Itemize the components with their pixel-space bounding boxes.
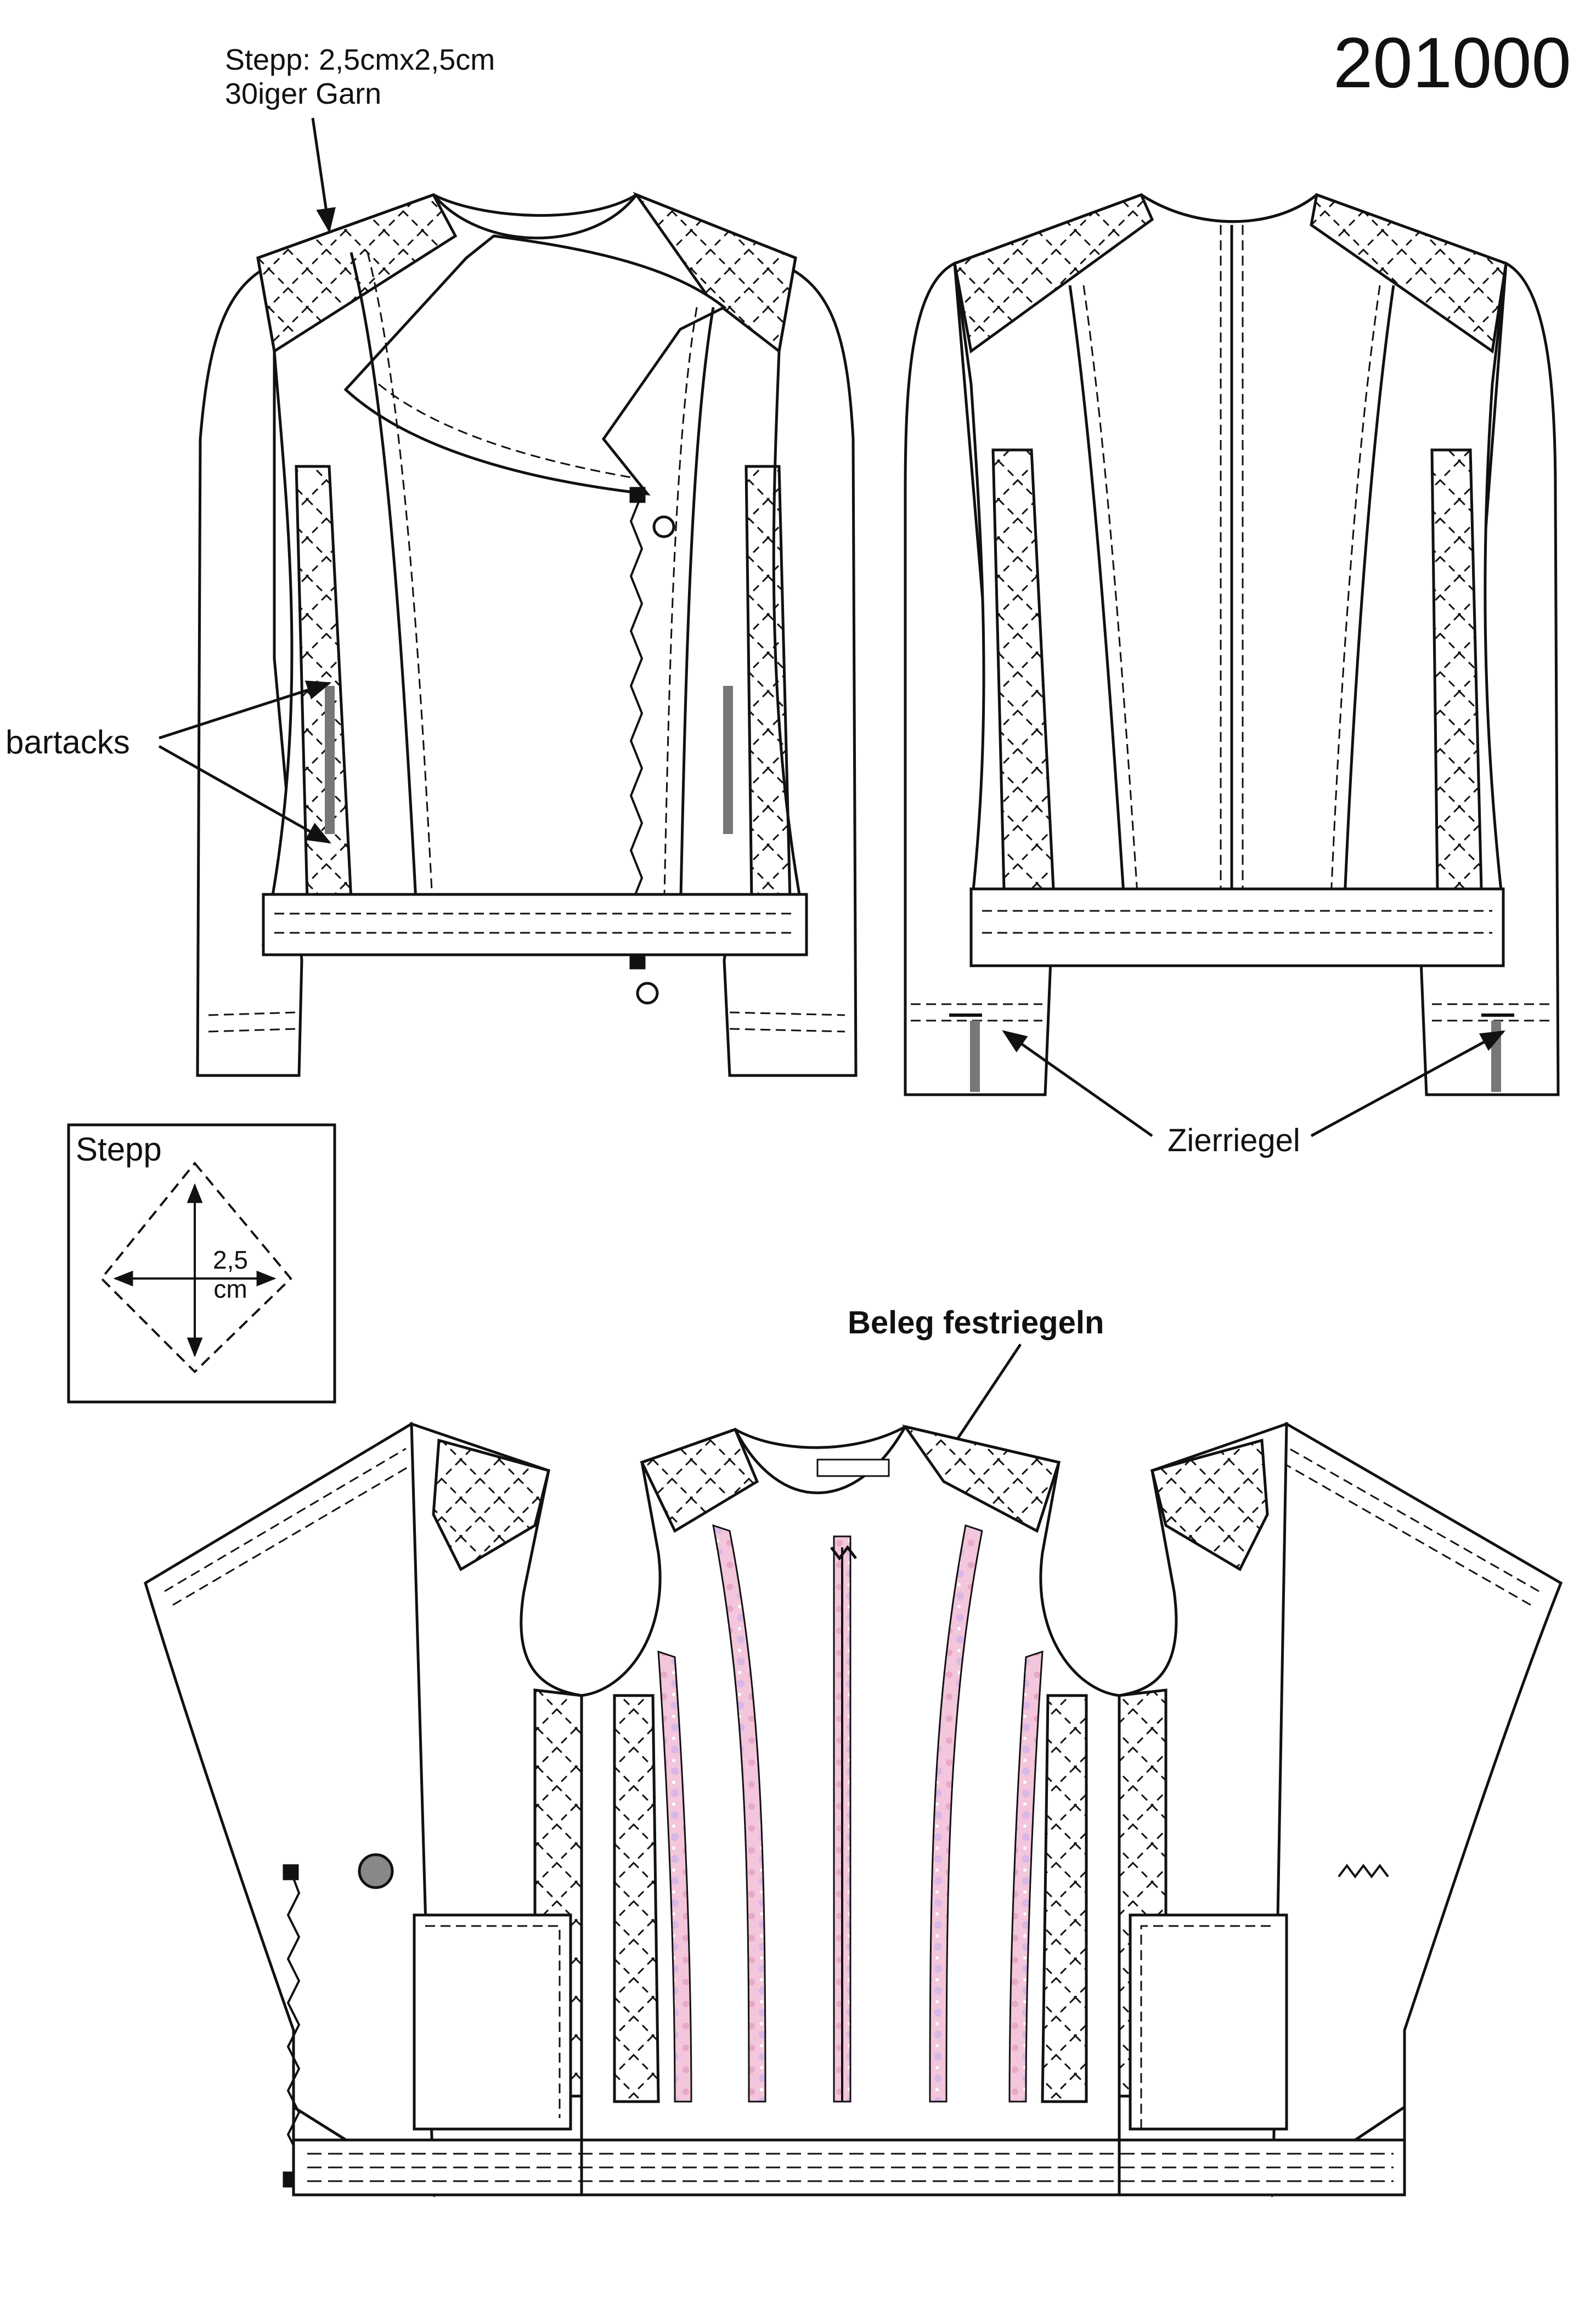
front-neckline bbox=[432, 194, 638, 240]
inside-right-sleeve bbox=[1266, 1421, 1563, 2198]
stitch-inset bbox=[67, 1123, 336, 1404]
back-hem-band bbox=[969, 887, 1505, 967]
front-view bbox=[196, 192, 858, 1077]
bartacks-label: bartacks bbox=[5, 724, 130, 761]
inside-right-yoke bbox=[1150, 1438, 1269, 1572]
inside-center-right-yoke bbox=[902, 1424, 1061, 1533]
front-hem-band bbox=[262, 893, 808, 956]
inside-button bbox=[358, 1853, 394, 1889]
inside-lining-strip-4 bbox=[657, 1650, 692, 2103]
front-zip-pull-bottom bbox=[636, 982, 659, 1005]
zierriegel-arrow-right bbox=[1310, 1030, 1505, 1137]
inside-center-quilt-right bbox=[1041, 1694, 1088, 2103]
inside-zigzag-bartack bbox=[1338, 1863, 1389, 1879]
front-lapel bbox=[343, 234, 727, 496]
front-zip-pull-top bbox=[652, 515, 675, 538]
back-right-yoke bbox=[1310, 193, 1508, 354]
stitch-note-arrow bbox=[311, 117, 336, 233]
front-left-pocket-bartack bbox=[325, 686, 335, 834]
inside-left-sleeve bbox=[144, 1422, 441, 2198]
inside-left-facing-zipper bbox=[286, 1871, 301, 2179]
back-right-sleeve-zierriegel bbox=[1491, 1021, 1501, 1092]
bartacks-arrow-top bbox=[159, 680, 332, 740]
stitch-inset-diamond bbox=[100, 1161, 292, 1373]
zierriegel-arrow-left bbox=[1002, 1030, 1153, 1137]
front-right-yoke bbox=[633, 192, 797, 354]
front-right-pocket-bartack bbox=[723, 686, 733, 834]
style-number: 201000 bbox=[1333, 22, 1571, 103]
stitch-note: Stepp: 2,5cmx2,5cm 30iger Garn bbox=[225, 43, 495, 111]
beleg-label: Beleg festriegeln bbox=[848, 1305, 1104, 1341]
inside-left-yoke bbox=[432, 1438, 551, 1572]
bartacks-arrow-bottom bbox=[158, 745, 331, 844]
beleg-bartack bbox=[830, 1545, 857, 1561]
inside-neck-facing bbox=[734, 1426, 907, 1494]
inside-right-pocket bbox=[1129, 1913, 1288, 2131]
stitch-inset-title: Stepp bbox=[76, 1131, 162, 1168]
back-left-yoke bbox=[953, 193, 1154, 354]
back-left-sleeve-zierriegel bbox=[970, 1021, 980, 1092]
inside-view bbox=[144, 1421, 1563, 2198]
back-view bbox=[904, 193, 1560, 1096]
inside-lining-strip-5 bbox=[1008, 1650, 1044, 2103]
inside-center-left-yoke bbox=[640, 1427, 759, 1533]
zierriegel-label: Zierriegel bbox=[1168, 1123, 1300, 1158]
inside-center-quilt-left bbox=[613, 1694, 660, 2103]
stitch-inset-dimension: 2,5 cm bbox=[213, 1246, 248, 1303]
inside-left-pocket bbox=[413, 1913, 572, 2131]
inside-lining-strip-1 bbox=[712, 1524, 766, 2103]
inside-lining-strip-3 bbox=[929, 1524, 983, 2103]
inside-neck-label bbox=[816, 1458, 890, 1477]
back-neckline bbox=[1140, 193, 1318, 223]
front-zipper bbox=[629, 493, 644, 966]
